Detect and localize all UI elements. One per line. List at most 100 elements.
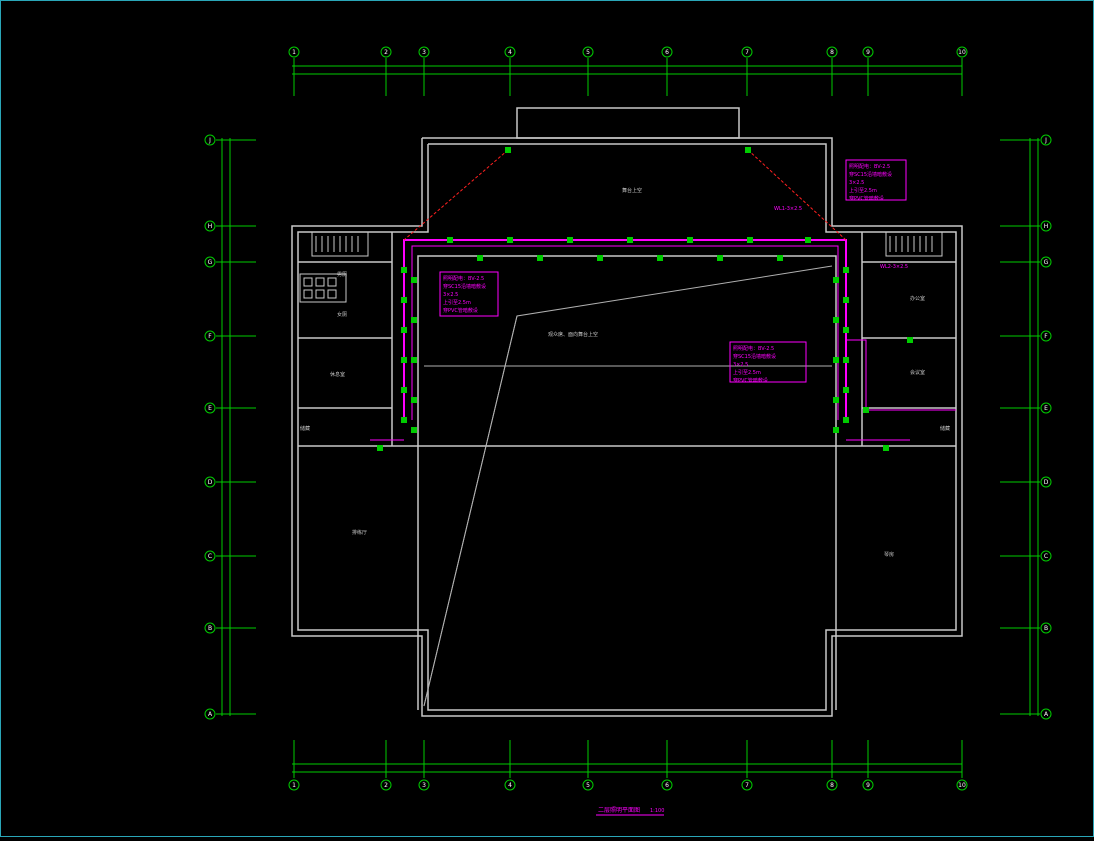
column-label-8: 8 <box>830 49 834 56</box>
column-label-4: 4 <box>508 782 512 789</box>
spec-line: 照明配电：BV-2.5 <box>443 275 484 282</box>
light-fixture-icon <box>833 427 839 433</box>
row-label-G: G <box>208 259 213 266</box>
spec-line: 穿SC15沿墙暗敷设 <box>733 353 776 360</box>
light-fixture-icon <box>833 357 839 363</box>
column-bubble-7 <box>741 46 753 58</box>
spec-text-right: 照明配电：BV-2.5穿SC15沿墙暗敷设3×2.5上引至2.5m穿PVC管暗敷… <box>849 163 892 202</box>
light-fixture-icon <box>747 237 753 243</box>
column-label-2: 2 <box>384 782 388 789</box>
light-fixture-icon <box>717 255 723 261</box>
column-label-6: 6 <box>665 782 669 789</box>
row-label-H: H <box>208 223 213 230</box>
row-bubble-G <box>204 256 216 268</box>
row-label-D: D <box>1044 479 1049 486</box>
row-bubble-H <box>1040 220 1052 232</box>
row-label-D: D <box>208 479 213 486</box>
row-label-J: J <box>1044 137 1047 144</box>
light-fixture-icon <box>843 267 849 273</box>
light-fixture-icon <box>401 417 407 423</box>
light-fixture-icon <box>843 417 849 423</box>
row-label-E: E <box>1044 405 1048 412</box>
spec-line: 穿PVC管暗敷设 <box>849 195 884 202</box>
column-bubble-8 <box>826 779 838 791</box>
riser-note: WL1-3×2.5 <box>774 206 802 212</box>
column-label-4: 4 <box>508 49 512 56</box>
light-fixture-icon <box>843 297 849 303</box>
column-label-3: 3 <box>422 49 426 56</box>
column-label-10: 10 <box>958 49 966 56</box>
light-fixture-icon <box>477 255 483 261</box>
room-label-hall-note: 观众席、面向舞台上空 <box>548 331 598 338</box>
spec-text-mid: 照明配电：BV-2.5穿SC15沿墙暗敷设3×2.5上引至2.5m穿PVC管暗敷… <box>733 345 776 384</box>
room-label-toilet-m: 男厕 <box>337 272 347 278</box>
spec-line: 照明配电：BV-2.5 <box>849 163 890 170</box>
spec-line: 3×2.5 <box>733 362 748 368</box>
row-bubble-E <box>204 402 216 414</box>
light-fixture-icon <box>411 277 417 283</box>
column-bubble-5 <box>582 46 594 58</box>
light-fixture-icon <box>657 255 663 261</box>
light-fixtures <box>377 147 913 451</box>
column-bubble-10 <box>956 46 968 58</box>
light-fixture-icon <box>833 317 839 323</box>
drawing-scale: 1:100 <box>650 808 664 814</box>
row-bubble-F <box>1040 330 1052 342</box>
light-fixture-icon <box>883 445 889 451</box>
column-bubble-4 <box>504 46 516 58</box>
column-label-6: 6 <box>665 49 669 56</box>
dimension-lines <box>221 65 1039 773</box>
light-fixture-icon <box>907 337 913 343</box>
row-grid-ticks <box>216 139 1040 715</box>
column-bubble-5 <box>582 779 594 791</box>
spec-line: 3×2.5 <box>849 180 864 186</box>
row-bubble-H <box>204 220 216 232</box>
column-bubble-7 <box>741 779 753 791</box>
row-bubble-B <box>204 622 216 634</box>
column-label-7: 7 <box>745 49 749 56</box>
spec-line: 上引至2.5m <box>443 299 471 306</box>
spec-line: 照明配电：BV-2.5 <box>733 345 774 352</box>
drawing-title: 二层照明平面图 <box>598 807 640 814</box>
room-label-left-hall: 排练厅 <box>352 529 367 536</box>
row-label-E: E <box>208 405 212 412</box>
light-fixture-icon <box>777 255 783 261</box>
row-bubble-E <box>1040 402 1052 414</box>
column-bubble-10 <box>956 779 968 791</box>
light-fixture-icon <box>401 327 407 333</box>
row-bubble-C <box>1040 550 1052 562</box>
room-label-office-1: 办公室 <box>910 295 925 302</box>
light-fixture-icon <box>627 237 633 243</box>
column-label-1: 1 <box>292 49 296 56</box>
room-label-stage: 舞台上空 <box>622 187 642 194</box>
row-bubble-G <box>1040 256 1052 268</box>
room-label-storage-l: 储藏 <box>300 425 310 432</box>
row-bubble-C <box>204 550 216 562</box>
light-fixture-icon <box>537 255 543 261</box>
light-fixture-icon <box>377 445 383 451</box>
column-bubble-6 <box>661 779 673 791</box>
light-fixture-icon <box>863 407 869 413</box>
light-fixture-icon <box>401 357 407 363</box>
light-fixture-icon <box>505 147 511 153</box>
column-bubble-3 <box>418 779 430 791</box>
light-fixture-icon <box>843 387 849 393</box>
stairs-left <box>311 231 369 257</box>
column-label-1: 1 <box>292 782 296 789</box>
row-label-C: C <box>208 553 212 560</box>
row-bubble-J <box>204 134 216 146</box>
column-bubble-9 <box>862 46 874 58</box>
spec-box-left <box>439 271 499 317</box>
spec-line: 上引至2.5m <box>849 187 877 194</box>
light-fixture-icon <box>401 387 407 393</box>
column-bubble-9 <box>862 779 874 791</box>
room-label-toilet-f: 女厕 <box>337 311 347 318</box>
spec-box-mid <box>729 341 807 383</box>
row-label-F: F <box>208 333 212 340</box>
light-fixture-icon <box>805 237 811 243</box>
column-grid-ticks <box>293 58 963 778</box>
light-fixture-icon <box>411 317 417 323</box>
row-bubble-J <box>1040 134 1052 146</box>
